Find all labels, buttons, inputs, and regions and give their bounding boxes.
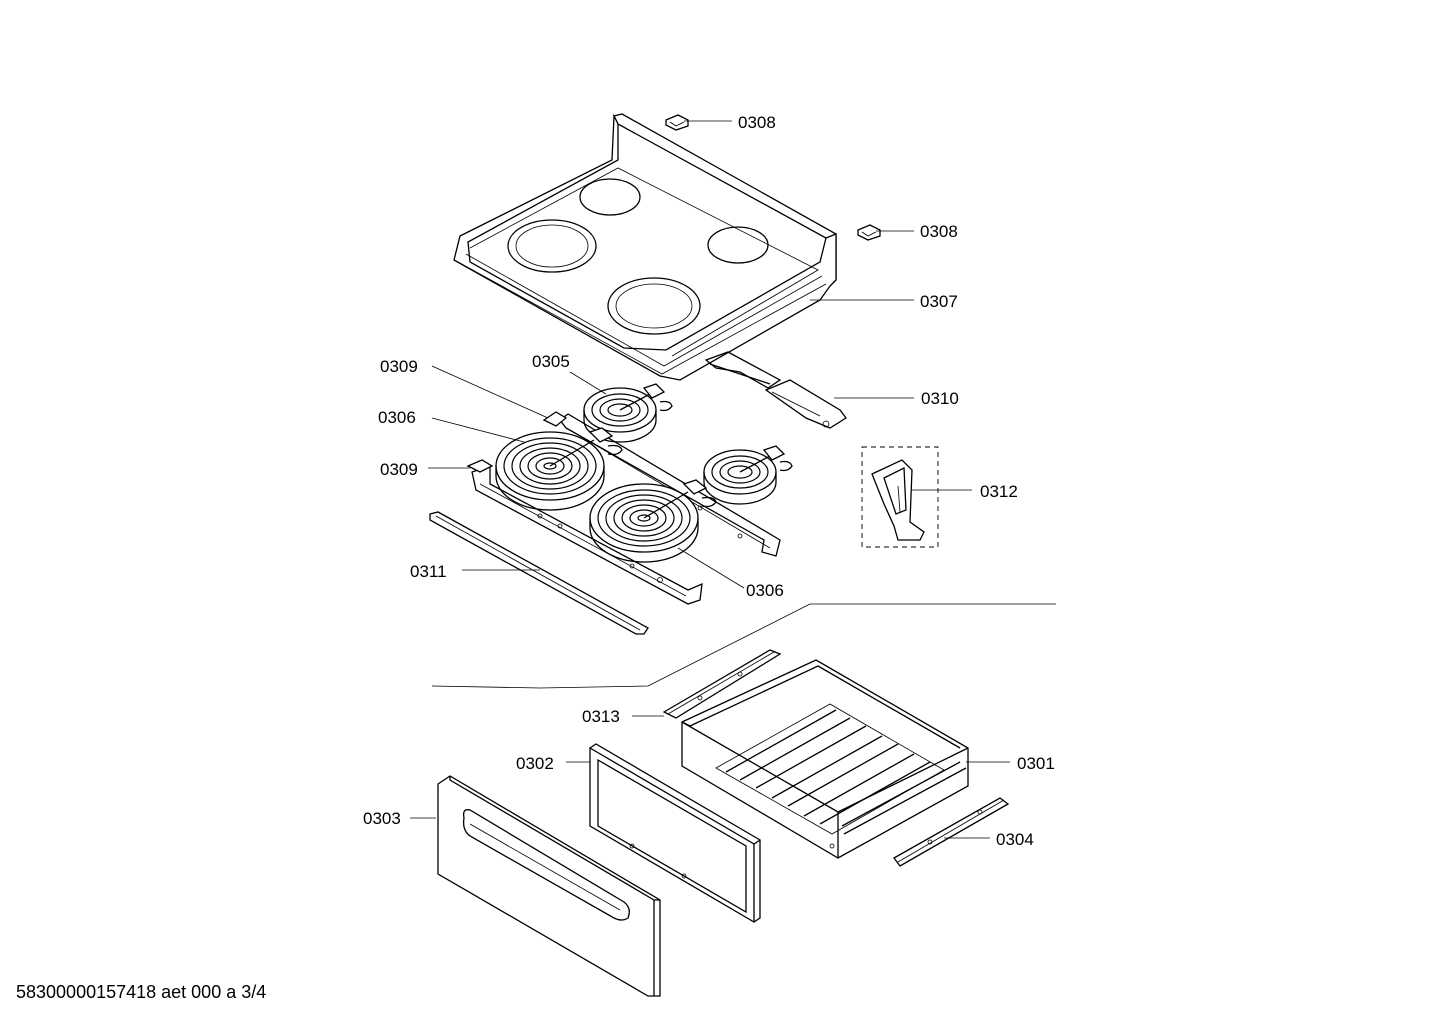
switch-component	[861, 446, 939, 548]
label-0306-left: 0306	[378, 408, 416, 427]
element-small-right	[703, 445, 793, 505]
label-0309-top: 0309	[380, 357, 418, 376]
label-0306-right: 0306	[746, 581, 784, 600]
drawer-box	[681, 659, 969, 859]
drawer-slide-right	[893, 797, 1010, 867]
label-0303: 0303	[363, 809, 401, 828]
document-id-footer: 58300000157418 aet 000 a 3/4	[16, 982, 266, 1002]
clip-top	[665, 114, 689, 131]
element-large-left	[495, 427, 623, 511]
drawer-front-panel	[437, 775, 661, 997]
drawer-slide-left	[662, 649, 782, 719]
element-large-front	[589, 479, 717, 563]
label-0302: 0302	[516, 754, 554, 773]
drawer-frame	[589, 743, 762, 924]
separator-line	[431, 603, 1056, 689]
label-0312: 0312	[980, 482, 1018, 501]
label-0301: 0301	[1017, 754, 1055, 773]
label-0305: 0305	[532, 352, 570, 371]
label-0308-top: 0308	[738, 113, 776, 132]
label-0308-right: 0308	[920, 222, 958, 241]
label-0310: 0310	[921, 389, 959, 408]
element-small-rear	[583, 383, 673, 443]
clip-right	[857, 224, 881, 241]
label-0311: 0311	[410, 562, 447, 581]
label-0313: 0313	[582, 707, 620, 726]
label-0304: 0304	[996, 830, 1034, 849]
trim-strip	[429, 511, 649, 635]
wire-harness	[704, 351, 847, 429]
label-0307: 0307	[920, 292, 958, 311]
label-0309-bottom: 0309	[380, 460, 418, 479]
leader-lines	[410, 120, 1010, 839]
cooktop-glass-top	[453, 113, 837, 381]
